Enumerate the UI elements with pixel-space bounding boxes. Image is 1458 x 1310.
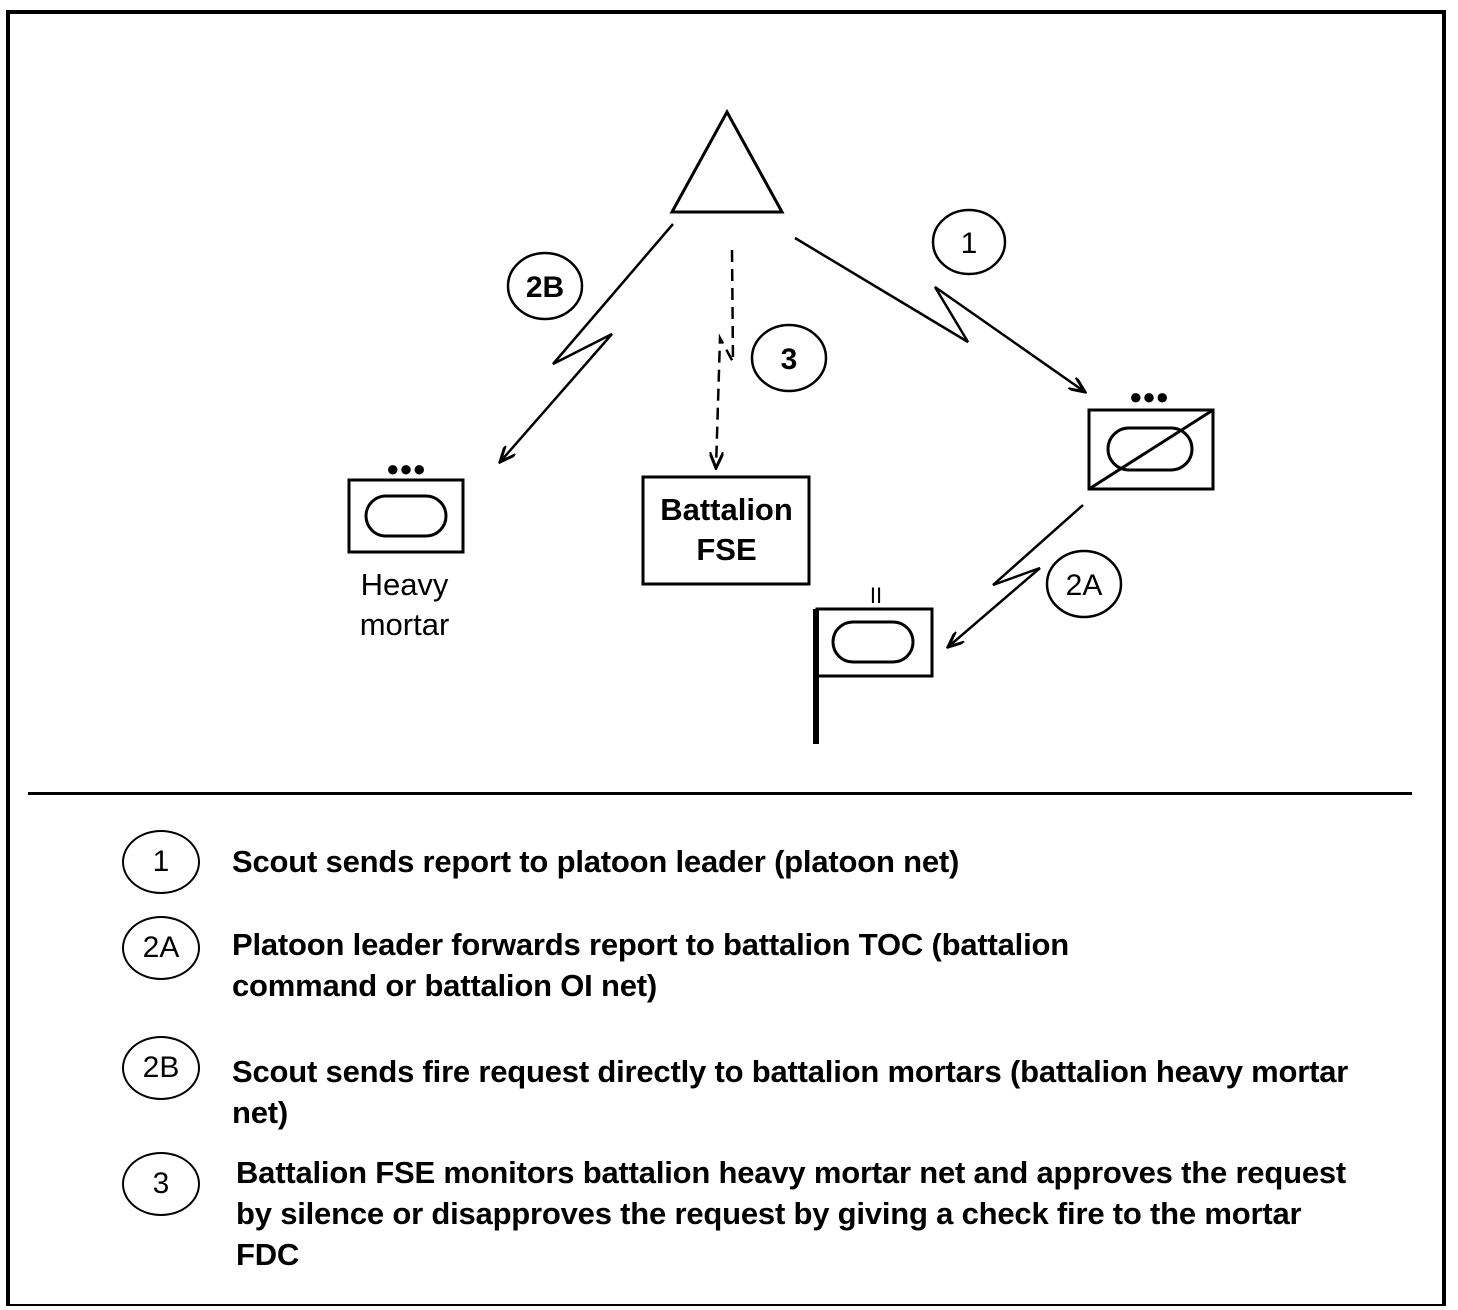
legend-text-3: Battalion FSE monitors battalion heavy m… bbox=[236, 1155, 1347, 1272]
marker-1-label: 1 bbox=[961, 227, 978, 260]
marker-2a-label: 2A bbox=[1066, 569, 1103, 602]
scout-triangle-icon bbox=[669, 108, 785, 214]
legend-marker-1: 1 bbox=[122, 830, 200, 894]
battalion-fse-label: Battalion FSE bbox=[660, 492, 793, 567]
battalion-echelon: II bbox=[870, 583, 882, 608]
scout-platoon-echelon: ●●● bbox=[1129, 384, 1169, 409]
link-2b-line bbox=[500, 223, 674, 462]
figure-frame bbox=[6, 10, 1446, 1306]
link-1-line bbox=[794, 236, 1085, 392]
marker-2b-label: 2B bbox=[526, 271, 564, 304]
marker-3-label: 3 bbox=[781, 343, 798, 376]
legend-text-1: Scout sends report to platoon leader (pl… bbox=[232, 844, 960, 879]
link-3-line bbox=[716, 249, 735, 468]
scout-platoon-unit-icon: ●●● bbox=[1087, 384, 1215, 491]
legend-marker-3: 3 bbox=[122, 1152, 200, 1216]
heavy-mortar-echelon: ●●● bbox=[386, 456, 426, 481]
legend-marker-2a: 2A bbox=[122, 916, 200, 980]
link-2a-line bbox=[948, 504, 1084, 647]
legend-text-2a: Platoon leader forwards report to battal… bbox=[232, 927, 1069, 1003]
legend-divider bbox=[28, 792, 1412, 795]
heavy-mortar-unit-icon: ●●● bbox=[347, 456, 465, 554]
marker-2a: 2A bbox=[1045, 549, 1123, 619]
marker-3: 3 bbox=[750, 323, 828, 393]
marker-1: 1 bbox=[931, 208, 1007, 276]
battalion-fse-box bbox=[641, 475, 811, 586]
marker-2b: 2B bbox=[506, 251, 584, 321]
heavy-mortar-label: Heavy mortar bbox=[359, 567, 450, 642]
diagram-canvas: 1 2B 3 2A ●●● ●●● II bbox=[347, 108, 1215, 744]
legend-text-2b: Scout sends fire request directly to bat… bbox=[232, 1054, 1349, 1130]
legend-marker-2b: 2B bbox=[122, 1036, 200, 1100]
battalion-toc-unit-icon: II bbox=[813, 583, 934, 744]
